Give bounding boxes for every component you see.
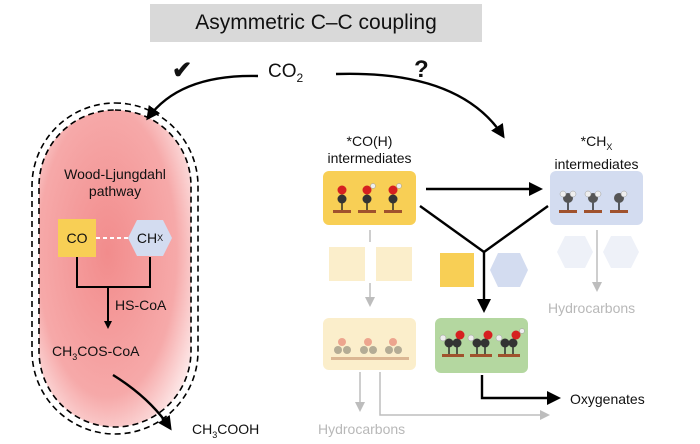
y-junction-arrow: [419, 205, 549, 313]
faded-left-path: [323, 230, 550, 420]
hs-coa-label: HS-CoA: [115, 297, 167, 313]
co-square-label: CO: [66, 230, 88, 246]
junction-chx-hexagon: [490, 253, 528, 287]
acetic-acid-label: CH3COOH: [192, 421, 260, 440]
co-square: [58, 219, 96, 257]
chx-intermediates-label: *CHX intermediates: [554, 133, 639, 172]
oxygenates-arrow: [480, 375, 561, 405]
co2-left-arrow: [146, 74, 259, 121]
co2-right-arrow: [335, 72, 505, 139]
ch-adsorbate-1: [559, 190, 577, 213]
co2-label: CO2: [268, 61, 304, 85]
pathway-label: Wood-Ljungdahl pathway: [64, 166, 166, 199]
chx-intermediates-box: [550, 171, 643, 225]
title-box: Asymmetric C–C coupling: [150, 4, 482, 42]
question-mark: ?: [414, 56, 429, 83]
oxygenates-label: Oxygenates: [570, 391, 645, 407]
hydrocarbons-bottom-label: Hydrocarbons: [318, 421, 406, 437]
c2-adsorbate-3: [495, 328, 525, 357]
junction-co-square: [440, 253, 474, 287]
cell-merge-arrow: [76, 257, 151, 329]
c2-adsorbate-2: [467, 330, 493, 357]
co-adsorbate-2: [358, 183, 376, 213]
co-adsorbate-1: [333, 185, 351, 213]
oxygenate-intermediates-box: [435, 318, 528, 373]
ch-adsorbate-2: [584, 190, 602, 213]
product-arrow: [112, 373, 172, 431]
check-mark: ✔: [172, 57, 193, 84]
cell-capsule: [31, 102, 199, 435]
coh-intermediates-box: [323, 171, 416, 225]
ch-adsorbate-3: [610, 190, 628, 213]
co-adsorbate-3: [384, 183, 402, 213]
coh-intermediates-label: *CO(H) intermediates: [327, 133, 412, 166]
hydrocarbons-right-label: Hydrocarbons: [548, 300, 636, 316]
diagram-title: Asymmetric C–C coupling: [195, 11, 437, 34]
c2-adsorbate-1: [439, 330, 465, 357]
chx-hexagon: [128, 220, 172, 256]
faded-right-path: [557, 230, 639, 292]
ch3cos-coa-label: CH3COS-CoA: [52, 343, 140, 362]
